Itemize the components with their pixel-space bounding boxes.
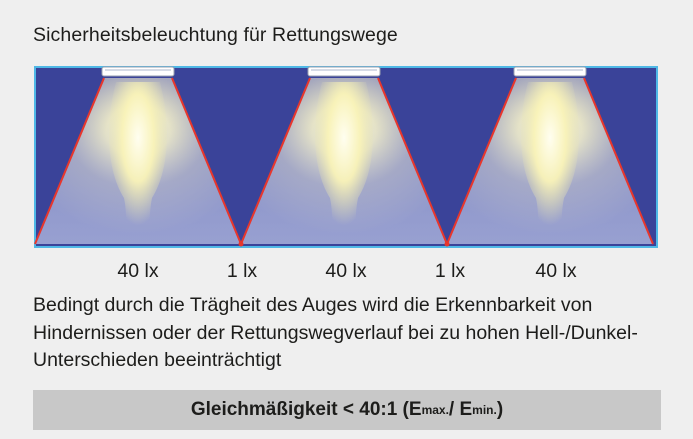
cone-edge-left-2 (240, 77, 311, 245)
cone-edge-left-3 (446, 77, 517, 245)
description-text: Bedingt durch die Trägheit des Auges wir… (33, 294, 638, 371)
cone-edge-right-3 (583, 77, 654, 245)
lux-label-2: 1 lx (226, 260, 258, 282)
lux-label-5: 40 lx (535, 260, 577, 282)
luminaire-1 (101, 66, 175, 77)
luminaire-lens-2 (311, 69, 377, 71)
luminaire-2 (307, 66, 381, 77)
formula-max-sub: max. (421, 403, 449, 417)
formula-min-sub: min. (472, 403, 497, 417)
light-core-2 (315, 82, 373, 241)
lux-label-3: 40 lx (325, 260, 367, 282)
page-title: Sicherheitsbeleuchtung für Rettungswege (33, 24, 398, 46)
light-core-1 (109, 82, 167, 241)
luminaire-3 (513, 66, 587, 77)
cone-edge-right-1 (171, 77, 242, 245)
cone-edge-right-2 (377, 77, 448, 245)
formula-suffix: ) (496, 399, 504, 420)
lux-label-1: 40 lx (117, 260, 159, 282)
floor-meeting-point-2 (444, 241, 450, 247)
floor-meeting-point-1 (238, 241, 244, 247)
cone-edge-left-1 (34, 77, 105, 245)
light-core-3 (521, 82, 579, 241)
formula-prefix: Gleichmäßigkeit < 40:1 (E (190, 399, 422, 420)
luminaire-lens-3 (517, 69, 583, 71)
emergency-lighting-diagram (34, 66, 658, 248)
diagram-svg (34, 66, 658, 248)
formula-middle: / E (448, 399, 473, 420)
lux-label-4: 1 lx (434, 260, 466, 282)
luminaire-lens-1 (105, 69, 171, 71)
